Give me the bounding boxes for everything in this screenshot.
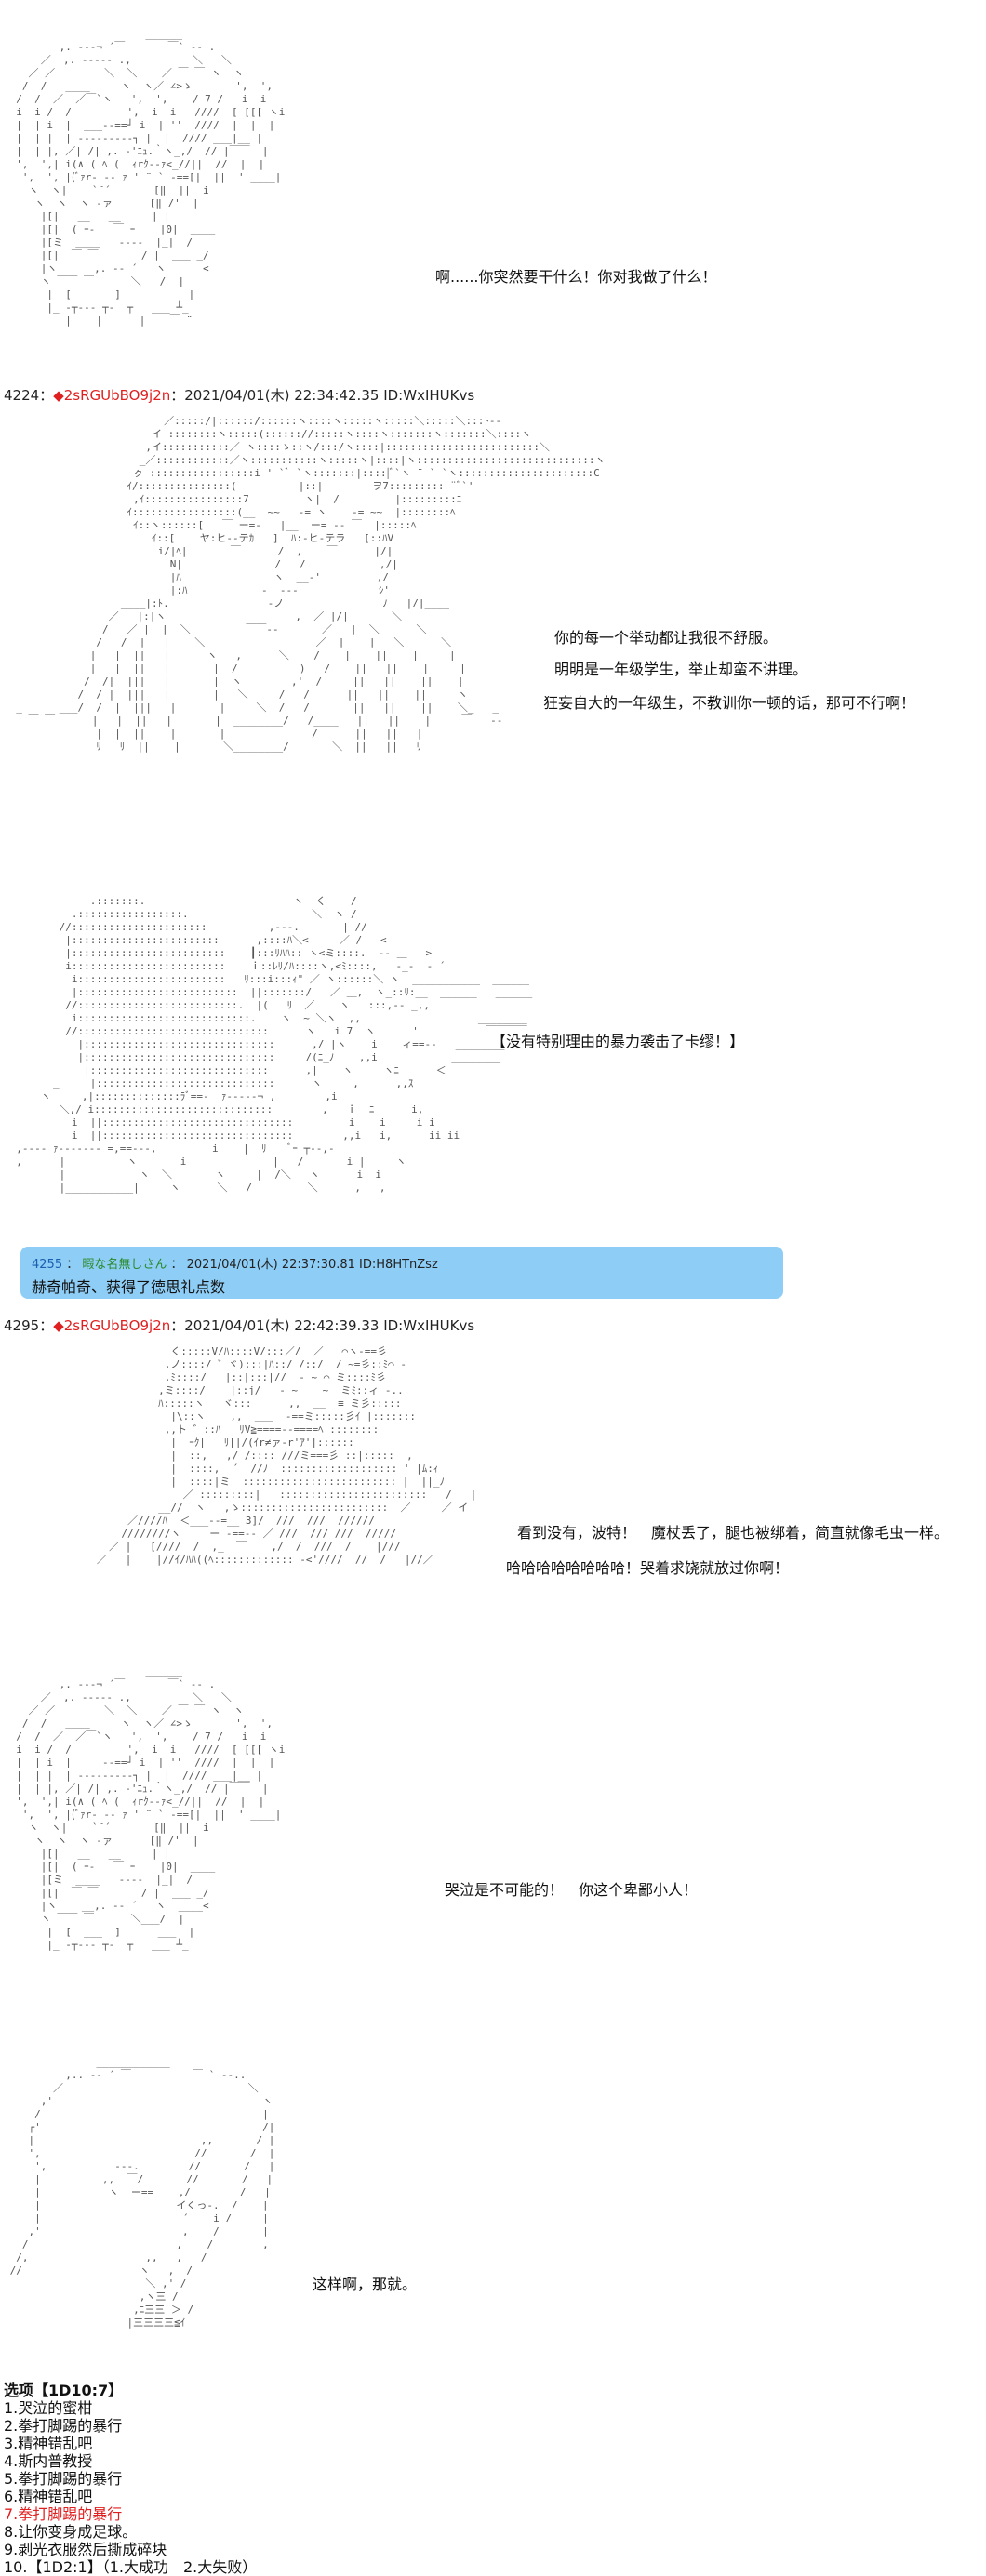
choice-item: 8.让你变身成足球。	[4, 2523, 138, 2541]
choice-list: 选项【1D10:7】 1.哭泣的蜜柑 2.拳打脚踢的暴行 3.精神错乱吧 4.斯…	[4, 2382, 257, 2576]
reply-name: 暇な名無しさん	[82, 1258, 167, 1272]
dialog-line: 这样啊，那就。	[313, 2276, 418, 2293]
ascii-art-panel-2: ／:::::/|::::::/::::::ヽ::::ヽ:::::ヽ:::::＼:…	[16, 415, 606, 753]
dialog-line: 看到没有，波特！ 魔杖丢了，腿也被绑着，简直就像毛虫一样。	[517, 1524, 950, 1542]
choice-item: 4.斯内普教授	[4, 2452, 93, 2470]
reply-body: 赫奇帕奇、获得了德思礼点数	[32, 1278, 226, 1296]
choice-title: 选项【1D10:7】	[4, 2382, 124, 2399]
choice-item-last: 10.【1D2:1】（1.大成功 2.大失败）	[4, 2558, 258, 2576]
poster-trip[interactable]: ◆2sRGUbBO9j2n	[53, 387, 171, 404]
dialog-line: 你的每一个举动都让我很不舒服。	[554, 629, 779, 647]
dialog-line: 哭泣是不可能的！ 你这个卑鄙小人！	[445, 1881, 699, 1899]
dialog-line: 啊......你突然要干什么！你对我做了什么！	[435, 268, 717, 286]
ascii-art-panel-1: ______ ,. -‐‐¬ ´￣ ￣` ‐- . ／ ,. -‐‐-- ., …	[16, 28, 286, 327]
ascii-art-panel-6: ____________ ,.. -‐ ´ ￣ ￣ ` ‐-.. ／ ＼ ,' …	[9, 2056, 275, 2329]
dialog-line: 【没有特别理由的暴力袭击了卡缪！】	[491, 1033, 745, 1050]
ascii-art-panel-4: く:::::V/ﾊ::::V/:::／/ ／ ⌒ヽ-==彡 ,ノ::::/ ゛ヾ…	[96, 1345, 477, 1566]
reply-box: 4255 ： 暇な名無しさん ： 2021/04/01(木) 22:37:30.…	[20, 1247, 783, 1299]
reply-header: 4255 ： 暇な名無しさん ： 2021/04/01(木) 22:37:30.…	[32, 1258, 438, 1272]
post-id[interactable]: ID:WxIHUKvs	[383, 1317, 475, 1334]
post-number: 4295	[4, 1317, 40, 1334]
reply-number[interactable]: 4255	[32, 1258, 63, 1272]
post-id[interactable]: ID:WxIHUKvs	[383, 387, 475, 404]
post-number: 4224	[4, 387, 40, 404]
choice-item: 5.拳打脚踢的暴行	[4, 2470, 123, 2488]
post-header: 4295：◆2sRGUbBO9j2n：2021/04/01(木) 22:42:3…	[4, 1317, 475, 1334]
dialog-line: 哈哈哈哈哈哈哈哈！哭着求饶就放过你啊！	[506, 1559, 790, 1577]
post-datetime: 2021/04/01(木) 22:34:42.35	[184, 387, 380, 404]
post-header: 4224：◆2sRGUbBO9j2n：2021/04/01(木) 22:34:4…	[4, 387, 475, 404]
reply-id[interactable]: ID:H8HTnZsz	[359, 1258, 438, 1272]
ascii-art-panel-5: ______ ,. -‐‐¬ ´￣ ￣` ‐- . ／ ,. -‐‐-- ., …	[16, 1665, 286, 1951]
dialog-line: 明明是一年级学生，举止却蛮不讲理。	[554, 661, 808, 678]
post-datetime: 2021/04/01(木) 22:42:39.33	[184, 1317, 380, 1334]
choice-item: 1.哭泣的蜜柑	[4, 2399, 93, 2417]
ascii-art-panel-3: .:::::::. ヽ く / .:::::::::::::::::. ＼ ヽ …	[16, 895, 533, 1194]
poster-trip[interactable]: ◆2sRGUbBO9j2n	[53, 1317, 171, 1334]
choice-item: 3.精神错乱吧	[4, 2435, 93, 2452]
choice-item: 6.精神错乱吧	[4, 2488, 93, 2505]
dialog-line: 狂妄自大的一年级生，不教训你一顿的话，那可不行啊！	[543, 694, 916, 712]
choice-item: 9.剥光衣服然后撕成碎块	[4, 2541, 167, 2558]
reply-datetime: 2021/04/01(木) 22:37:30.81	[186, 1258, 355, 1272]
choice-item: 2.拳打脚踢的暴行	[4, 2417, 123, 2435]
choice-item-selected: 7.拳打脚踢的暴行	[4, 2505, 123, 2523]
